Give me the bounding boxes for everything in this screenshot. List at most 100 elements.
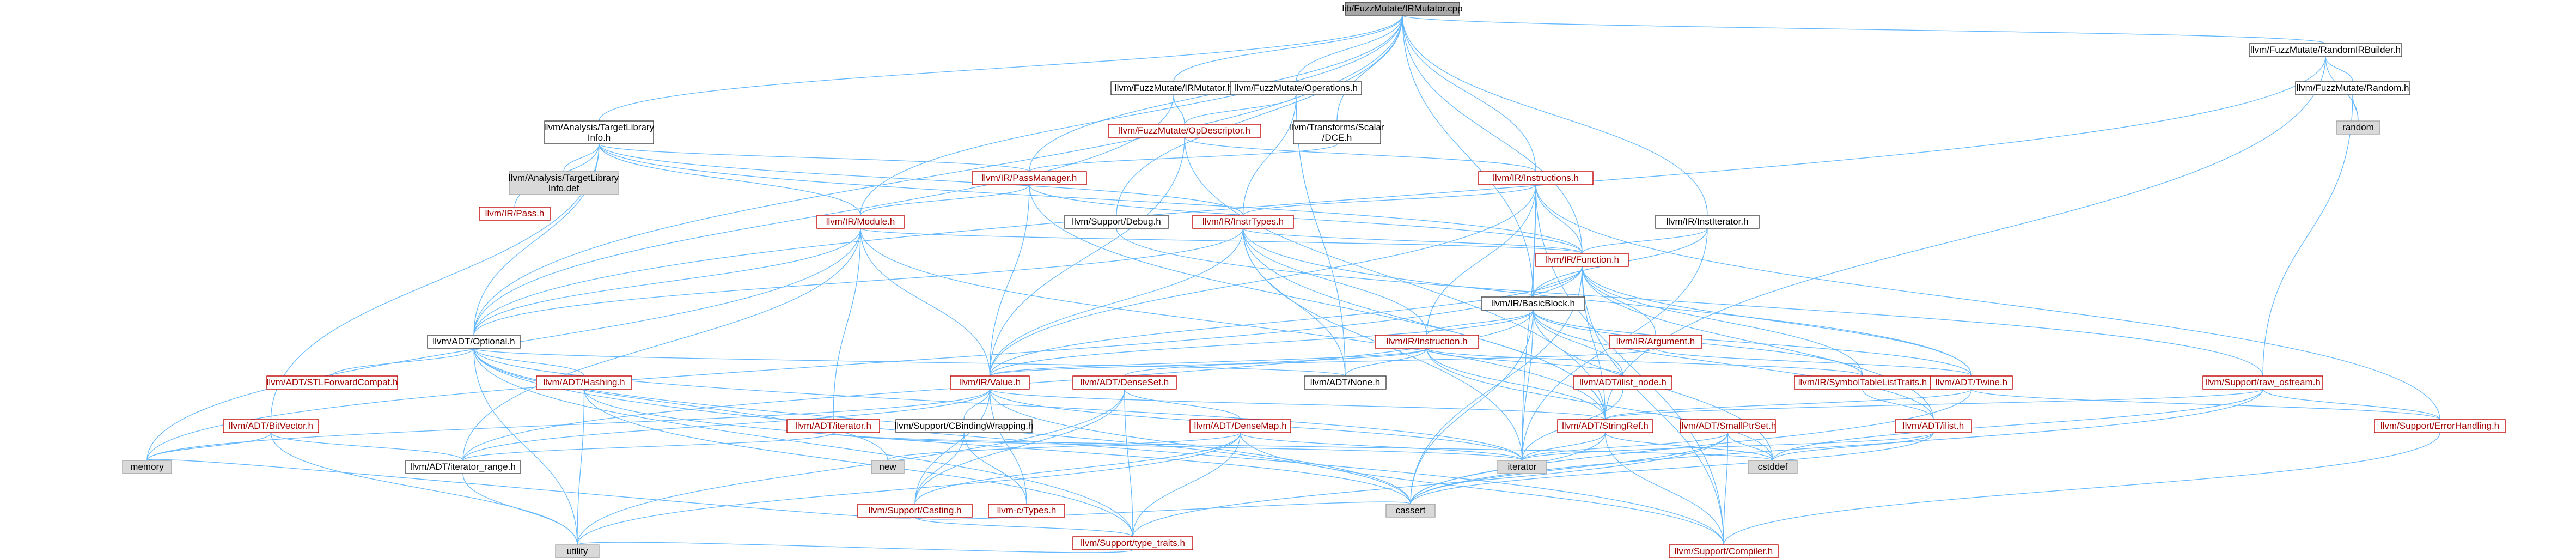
graph-node-casting[interactable]: llvm/Support/Casting.h (857, 504, 973, 518)
dependency-edge (1582, 228, 1708, 254)
graph-node-iterator: iterator (1497, 460, 1547, 474)
dependency-edge (989, 184, 1030, 377)
node-label: llvm/ADT/DenseSet.h (1081, 377, 1169, 387)
graph-node-compiler[interactable]: llvm/Support/Compiler.h (1669, 544, 1779, 558)
graph-node-hash[interactable]: llvm/ADT/Hashing.h (536, 375, 632, 390)
graph-node-denseset[interactable]: llvm/ADT/DenseSet.h (1072, 375, 1177, 390)
graph-node-ilistn[interactable]: llvm/ADT/ilist_node.h (1573, 375, 1672, 390)
dependency-edge (833, 432, 1523, 461)
node-label: llvm/FuzzMutate/IRMutator.h (1115, 83, 1232, 93)
graph-node-sref[interactable]: llvm/ADT/StringRef.h (1557, 419, 1653, 433)
dependency-edge (989, 266, 1583, 377)
graph-node-densemap[interactable]: llvm/ADT/DenseMap.h (1189, 419, 1291, 433)
dependency-edge (1410, 432, 1729, 505)
dependency-edge (462, 473, 578, 545)
dependency-edge (146, 459, 915, 519)
dependency-edge (1535, 184, 1583, 254)
dependency-edge (1582, 266, 1606, 420)
graph-node-bitv[interactable]: llvm/ADT/BitVector.h (223, 419, 319, 433)
graph-node-root[interactable]: lib/FuzzMutate/IRMutator.cpp (1342, 2, 1463, 16)
graph-node-stlf[interactable]: llvm/ADT/STLForwardCompat.h (266, 375, 398, 390)
node-box (1557, 419, 1653, 433)
graph-node-cbw[interactable]: llvm/Support/CBindingWrapping.h (895, 419, 1034, 433)
dependency-edge (473, 348, 578, 545)
dependency-edge (1582, 266, 1656, 336)
dependency-edge (1124, 389, 1241, 420)
dependency-edge (914, 389, 1125, 505)
graph-node-irm[interactable]: llvm/FuzzMutate/IRMutator.h (1110, 81, 1237, 95)
graph-node-module[interactable]: llvm/IR/Module.h (816, 215, 905, 229)
graph-node-none[interactable]: llvm/ADT/None.h (1304, 375, 1387, 390)
node-label: llvm/IR/InstIterator.h (1666, 216, 1748, 227)
graph-node-ops[interactable]: llvm/FuzzMutate/Operations.h (1230, 81, 1362, 95)
dependency-edge (1345, 348, 1427, 377)
dependency-edge (1242, 228, 1583, 254)
graph-node-debug[interactable]: llvm/Support/Debug.h (1064, 215, 1169, 229)
graph-node-ilist[interactable]: llvm/ADT/ilist.h (1895, 419, 1972, 433)
graph-node-opt[interactable]: llvm/ADT/Optional.h (427, 335, 521, 349)
dependency-edge (599, 143, 1030, 172)
graph-node-inst[interactable]: llvm/IR/Instruction.h (1375, 335, 1479, 349)
graph-node-ttraits[interactable]: llvm/Support/type_traits.h (1072, 536, 1193, 550)
graph-node-sps[interactable]: llvm/ADT/SmallPtrSet.h (1680, 419, 1777, 433)
dependency-edge (1242, 94, 1297, 216)
node-box (1895, 419, 1972, 433)
dependency-edge (462, 228, 861, 461)
dependency-edge (1426, 348, 1623, 377)
node-box (1535, 253, 1629, 267)
graph-node-rnd[interactable]: llvm/FuzzMutate/Random.h (2295, 81, 2410, 95)
dependency-edge (583, 389, 1133, 537)
dependency-edge (914, 517, 1133, 537)
graph-node-insti[interactable]: llvm/IR/InstrTypes.h (1192, 215, 1294, 229)
graph-node-dce[interactable]: llvm/Transforms/Scalar/DCE.h (1290, 120, 1384, 144)
dependency-edge (1522, 184, 1536, 461)
dependency-edge (1402, 15, 1536, 172)
graph-node-value[interactable]: llvm/IR/Value.h (950, 375, 1030, 390)
dependency-edge (1535, 184, 2440, 420)
graph-node-rawos[interactable]: llvm/Support/raw_ostream.h (2202, 375, 2323, 390)
graph-node-pm[interactable]: llvm/IR/PassManager.h (972, 171, 1087, 185)
dependency-edge (1029, 143, 1338, 172)
node-label: llvm-c/Types.h (997, 505, 1057, 515)
node-box (1375, 335, 1479, 349)
node-box (1930, 375, 2013, 390)
graph-node-rib[interactable]: llvm/FuzzMutate/RandomIRBuilder.h (2249, 43, 2402, 57)
graph-node-symtab[interactable]: llvm/IR/SymbolTableListTraits.h (1794, 375, 1931, 390)
graph-node-func[interactable]: llvm/IR/Function.h (1535, 253, 1629, 267)
graph-node-arg[interactable]: llvm/IR/Argument.h (1609, 335, 1702, 349)
dependency-edge (1522, 310, 1534, 461)
node-box (895, 419, 1033, 433)
graph-node-errh[interactable]: llvm/Support/ErrorHandling.h (2374, 419, 2506, 433)
dependency-edge (1533, 310, 1623, 377)
dependency-edge (583, 389, 1411, 505)
dependency-edge (473, 228, 1244, 336)
dependency-edge (1410, 389, 2263, 505)
dependency-edge (989, 310, 1534, 377)
graph-node-inss[interactable]: llvm/IR/Instructions.h (1478, 171, 1594, 185)
node-box (950, 375, 1030, 390)
dependency-edge (860, 228, 1606, 420)
node-box (555, 544, 600, 558)
node-label: llvm/ADT/BitVector.h (229, 421, 313, 431)
graph-node-opd[interactable]: llvm/FuzzMutate/OpDescriptor.h (1108, 124, 1261, 138)
graph-node-ctypes[interactable]: llvm-c/Types.h (988, 504, 1065, 518)
graph-node-twine[interactable]: llvm/ADT/Twine.h (1930, 375, 2013, 390)
node-label: iterator (1508, 462, 1537, 472)
graph-node-irange[interactable]: llvm/ADT/iterator_range.h (405, 460, 521, 474)
dependency-edge (1604, 389, 2263, 420)
graph-node-adtiter[interactable]: llvm/ADT/iterator.h (786, 419, 880, 433)
node-box (857, 504, 973, 518)
graph-node-institer[interactable]: llvm/IR/InstIterator.h (1655, 215, 1760, 229)
graph-node-bb[interactable]: llvm/IR/BasicBlock.h (1481, 296, 1585, 311)
dependency-edge (1426, 184, 1536, 336)
graph-node-pass[interactable]: llvm/IR/Pass.h (479, 207, 551, 221)
dependency-edge (2262, 94, 2353, 377)
node-box (1293, 120, 1381, 144)
dependency-edge (1862, 389, 1934, 420)
dependency-edge (1604, 389, 1972, 420)
node-box (1669, 544, 1779, 558)
dependency-edge (1242, 184, 1536, 216)
